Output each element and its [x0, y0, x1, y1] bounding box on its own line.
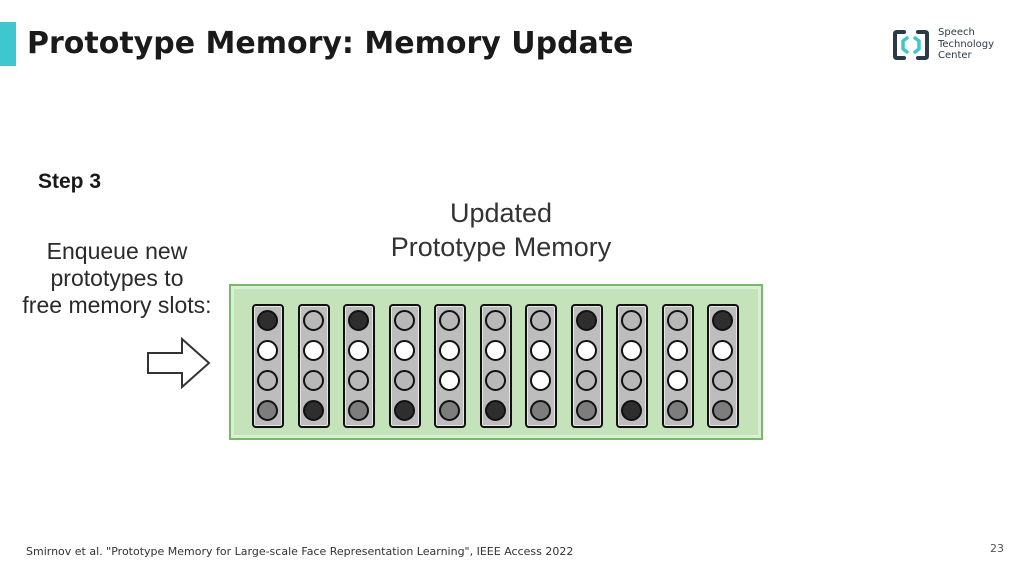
memory-title-line: Prototype Memory	[390, 232, 612, 262]
prototype-cell-white	[530, 340, 551, 361]
memory-slot	[479, 304, 512, 428]
memory-slot	[388, 304, 421, 428]
prototype-cell-dark	[302, 400, 324, 421]
prototype-cell-dark	[712, 310, 733, 331]
prototype-cell-dark	[484, 400, 506, 421]
prototype-cell-white	[666, 340, 688, 361]
prototype-cell-mid	[666, 400, 688, 421]
prototype-cell-dark	[621, 400, 642, 421]
memory-slot	[252, 304, 284, 428]
prototype-cell-light	[393, 310, 415, 331]
instruction-line: Enqueue new	[46, 238, 188, 264]
prototype-cell-light	[575, 370, 597, 391]
memory-title: Updated Prototype Memory	[360, 196, 642, 264]
prototype-cell-white	[621, 340, 642, 361]
prototype-cell-light	[621, 310, 642, 331]
prototype-cell-mid	[575, 400, 597, 421]
logo-line: Technology	[938, 38, 995, 50]
step-label: Step 3	[38, 170, 102, 193]
prototype-cell-dark	[575, 310, 597, 331]
page-number: 23	[990, 542, 1004, 555]
prototype-cell-white	[439, 340, 460, 361]
prototype-cell-light	[393, 370, 415, 391]
prototype-cell-light	[666, 310, 688, 331]
prototype-cell-light	[530, 310, 551, 331]
prototype-cell-light	[302, 310, 324, 331]
memory-slot	[525, 304, 557, 428]
prototype-cell-white	[575, 340, 597, 361]
memory-slot	[343, 304, 375, 428]
memory-slot	[570, 304, 603, 428]
instruction-line: free memory slots:	[22, 292, 212, 318]
prototype-cell-white	[302, 340, 324, 361]
memory-slot	[707, 304, 739, 428]
prototype-cell-light	[484, 370, 506, 391]
memory-slot	[434, 304, 466, 428]
memory-slot	[616, 304, 648, 428]
prototype-cell-mid	[348, 400, 369, 421]
prototype-cell-light	[621, 370, 642, 391]
memory-slot	[297, 304, 330, 428]
prototype-cell-dark	[348, 310, 369, 331]
prototype-cell-mid	[712, 400, 733, 421]
prototype-cell-white	[666, 370, 688, 391]
prototype-cell-white	[712, 340, 733, 361]
prototype-cell-mid	[439, 400, 460, 421]
prototype-memory-box	[229, 284, 763, 440]
prototype-cell-white	[393, 340, 415, 361]
prototype-cell-light	[257, 370, 278, 391]
logo-text: Speech Technology Center	[938, 27, 994, 62]
instruction-text: Enqueue new prototypes to free memory sl…	[8, 238, 226, 319]
prototype-cell-light	[348, 370, 369, 391]
prototype-cell-white	[439, 370, 460, 391]
prototype-cell-light	[712, 370, 733, 391]
brackets-logo-icon	[893, 30, 929, 60]
right-arrow-icon	[147, 336, 211, 390]
prototype-cell-dark	[393, 400, 415, 421]
prototype-cell-white	[484, 340, 506, 361]
speech-technology-center-logo: Speech Technology Center	[892, 26, 1002, 66]
prototype-cell-light	[439, 310, 460, 331]
memory-slot	[661, 304, 694, 428]
prototype-cell-white	[257, 340, 278, 361]
prototype-cell-mid	[257, 400, 278, 421]
instruction-line: prototypes to	[50, 265, 184, 291]
citation: Smirnov et al. "Prototype Memory for Lar…	[26, 545, 574, 558]
prototype-cell-mid	[530, 400, 551, 421]
title-accent-bar	[0, 22, 16, 66]
prototype-cell-light	[302, 370, 324, 391]
slide-title: Prototype Memory: Memory Update	[27, 26, 634, 61]
memory-title-line: Updated	[449, 198, 553, 228]
logo-line: Speech	[938, 27, 975, 38]
prototype-cell-white	[348, 340, 369, 361]
logo-line: Center	[938, 50, 972, 61]
prototype-cell-light	[484, 310, 506, 331]
prototype-cell-dark	[257, 310, 278, 331]
prototype-cell-white	[530, 370, 551, 391]
